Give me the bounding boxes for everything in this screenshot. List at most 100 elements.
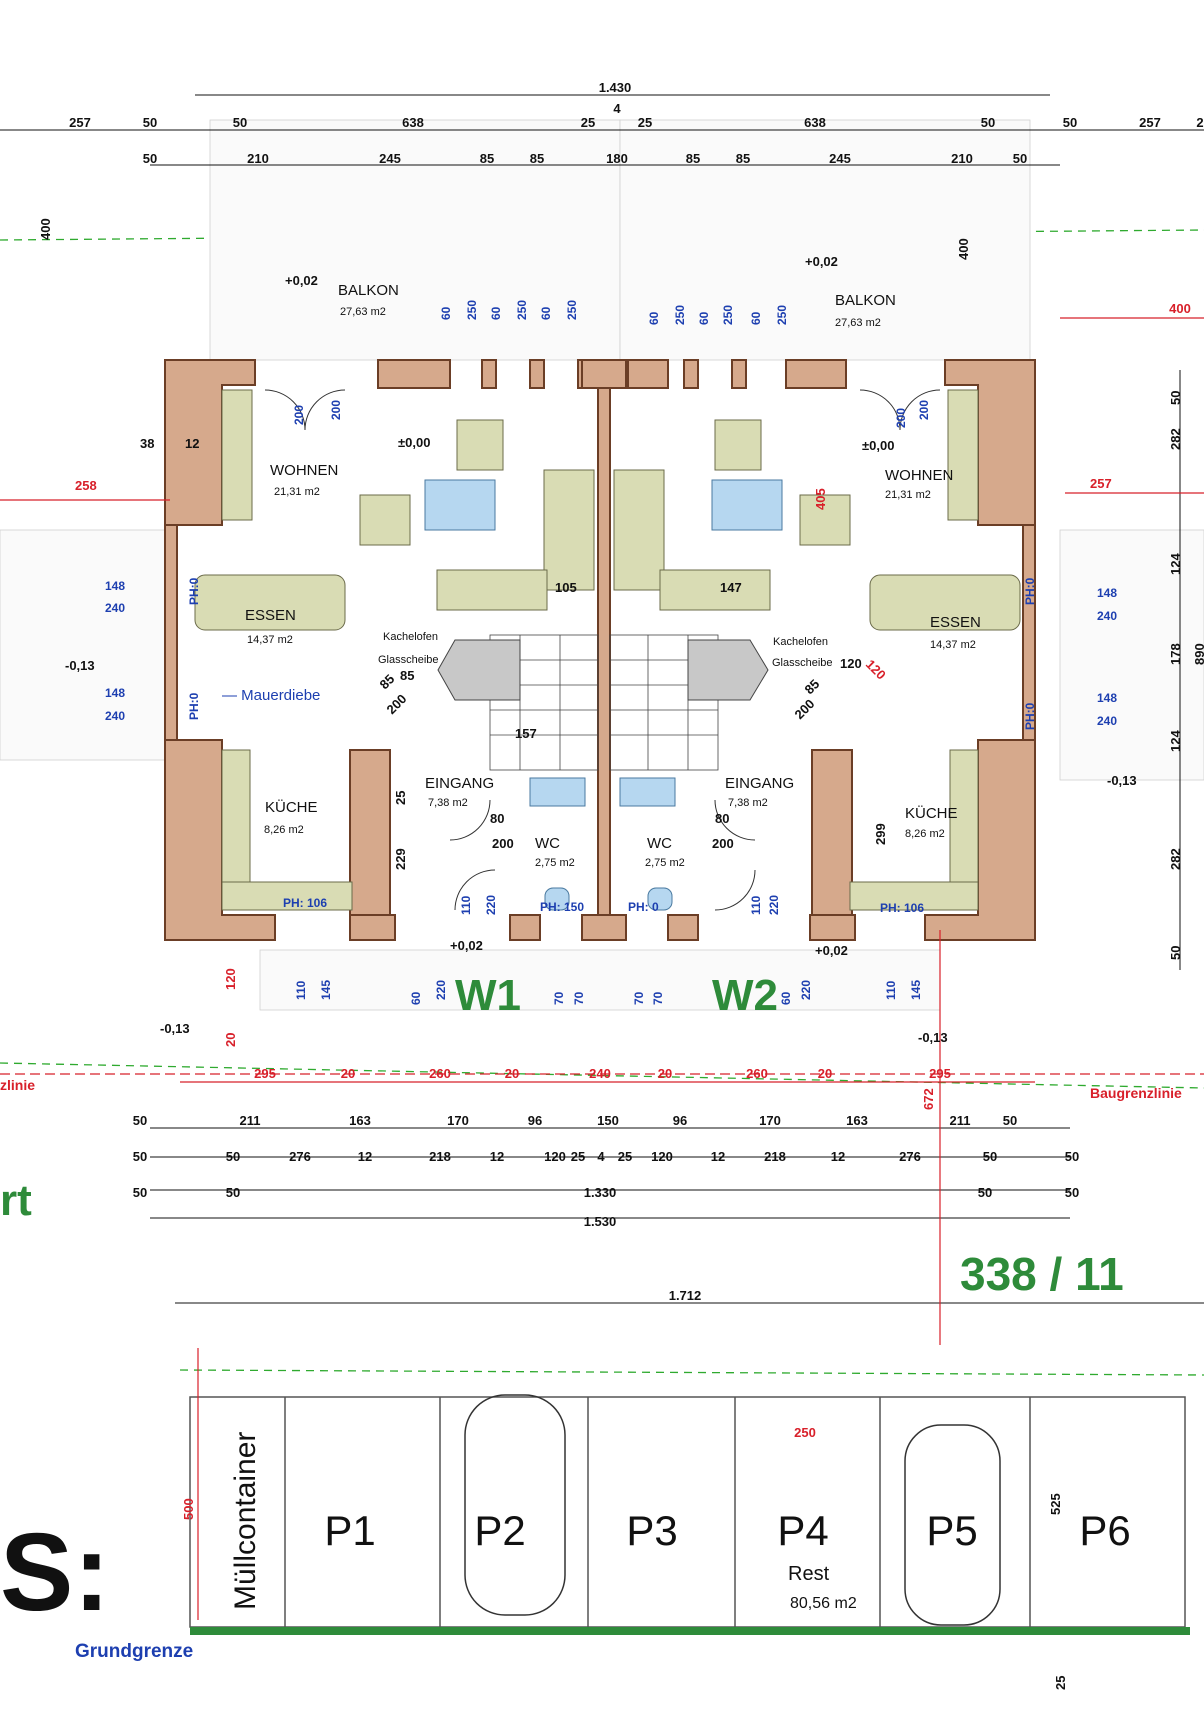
window-dim: 250 [565,300,579,320]
wc-area: 2,75 m2 [645,857,685,869]
bottom-dim-r1: 96 [673,1113,687,1128]
door-dim-b: 85 [802,676,823,697]
red-dim: 20 [223,1033,238,1047]
bottom-red-dim: 20 [505,1066,519,1081]
bottom-red-dim: 240 [589,1066,611,1081]
kueche-area: 8,26 m2 [905,828,945,840]
side-dim: 148 [1097,691,1117,705]
dim-top-row1: 257 [69,115,91,130]
bottom-dim-r2: 218 [429,1149,451,1164]
bottom-dim-r1: 163 [349,1113,371,1128]
right-dim: 50 [1168,391,1183,405]
red-dim-lines [0,317,1204,1620]
bottom-dim-r2: 12 [711,1149,725,1164]
kueche-label: KÜCHE [265,798,318,816]
red-dim: 672 [921,1088,936,1110]
inner-dim: 120 [840,656,862,671]
dim-top-row1: 638 [402,115,424,130]
bath-fixtures [424,479,783,911]
window-dim: 250 [775,305,789,325]
bottom-dim-r5: 1.712 [669,1288,702,1303]
right-dim: 124 [1168,730,1183,752]
grundgrenze-label: Grundgrenze [75,1641,193,1662]
ph-dim: PH: 0 [628,900,659,914]
right-dim: 178 [1168,643,1183,665]
side-dim: 240 [105,709,125,723]
entry-dim: 145 [909,980,923,1000]
entry-dim: 70 [651,991,665,1005]
red-dim: 257 [1090,476,1112,491]
bottom-dim-r1: 211 [950,1113,971,1128]
entry-dim: 110 [884,980,898,1000]
entry-dim: 220 [434,980,448,1000]
window-dim: 60 [647,311,661,325]
inner-dim: 85 [400,668,414,683]
unit-w1-label: W1 [455,971,521,1020]
level-label: -0,13 [918,1030,948,1045]
parking-width-dim: 250 [794,1425,816,1440]
inner-dim: 147 [720,580,742,595]
door-dim-c: 220 [484,895,498,915]
bottom-dim-r1: 50 [133,1113,147,1128]
bottom-dim-r1: 150 [597,1113,619,1128]
dim-center-gap: 4 [613,101,621,116]
dim-top-row1: 25 [581,115,595,130]
entry-dim: 70 [552,991,566,1005]
entry-dim: 220 [799,980,813,1000]
balkon-area: 27,63 m2 [340,306,386,318]
dim-top-row2: 85 [530,151,544,166]
bottom-dim-r1: 170 [447,1113,469,1128]
dim-top-row2: 245 [379,151,401,166]
glasscheibe-label: Glasscheibe [378,654,439,666]
door-dim-c: 110 [749,895,763,915]
dim-top-row2: 85 [686,151,700,166]
dim-top-row2: 210 [951,151,973,166]
kachelofen [437,639,769,701]
bottom-dim-r2: 4 [597,1149,605,1164]
bottom-dim-r2: 50 [133,1149,147,1164]
inner-dim: 25 [393,791,408,805]
level-wohnen: ±0,00 [862,438,894,453]
parking-space-label: P2 [474,1507,525,1554]
glasscheibe-label: Glasscheibe [772,657,833,669]
dim-top-row1: 50 [981,115,995,130]
door-dim-c: 110 [459,895,473,915]
door-dim-b: 200 [384,691,410,717]
window-dim: 60 [749,311,763,325]
side-dim: 240 [105,601,125,615]
door-dim-b: 200 [712,836,734,851]
door-dim-b: 200 [792,696,818,722]
eingang-label: EINGANG [725,775,794,792]
bottom-dim-r2: 25 [618,1149,632,1164]
bottom-dim-r2: 276 [899,1149,921,1164]
bottom-dim-r2: 218 [764,1149,786,1164]
inner-dim: 38 [140,436,154,451]
bottom-dim-r2: 25 [571,1149,585,1164]
kueche-label: KÜCHE [905,804,958,822]
bottom-red-dim: 295 [254,1066,276,1081]
dim-top-row2: 50 [143,151,157,166]
bottom-dim-r2: 12 [490,1149,504,1164]
green-hedge [190,1627,1190,1635]
ph-dim: PH: 106 [880,901,924,915]
handwritten-note: — Mauerdiebe [222,687,320,704]
parking-space-label: P4 [777,1507,828,1554]
inner-dim: 157 [515,726,537,741]
bottom-dim-r2: 50 [1065,1149,1079,1164]
door-swings [264,389,941,911]
wohnen-label: WOHNEN [885,467,953,484]
ph-dim: PH: 150 [540,900,584,914]
entry-dim: 145 [319,980,333,1000]
ph-dim: PH:0 [1023,702,1037,730]
walls [164,359,1036,941]
parking-space-label: P1 [324,1507,375,1554]
entry-dim: 60 [779,991,793,1005]
dim-top-row2: 210 [247,151,269,166]
red-dim: 120 [223,968,238,990]
dim-total-width: 1.430 [599,80,632,95]
baugrenze-label-left: zlinie [0,1077,35,1093]
side-dim: 148 [105,579,125,593]
side-dim: 148 [105,686,125,700]
parking-space-label: P3 [626,1507,677,1554]
